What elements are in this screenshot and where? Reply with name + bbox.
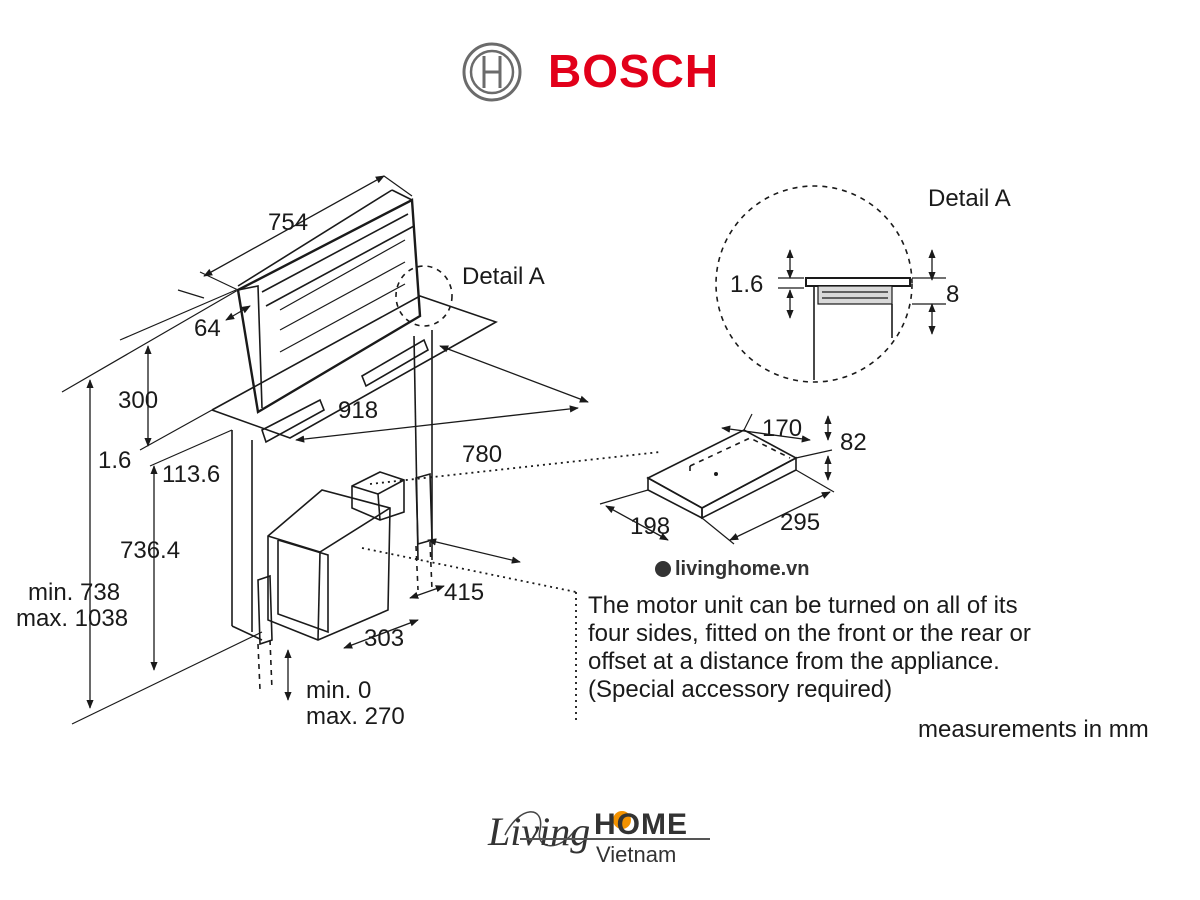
footer-logo-sub: Vietnam — [596, 842, 677, 867]
footer-logo-rule — [520, 838, 710, 840]
dim-width: 754 — [268, 209, 308, 236]
detail-a-inset — [715, 185, 946, 383]
dim-detail-thickness: 1.6 — [730, 271, 763, 298]
dim-filter-length: 295 — [780, 509, 820, 536]
note-line: offset at a distance from the appliance. — [588, 648, 1000, 675]
units-label: measurements in mm — [918, 716, 1149, 743]
dim-cut-depth: 918 — [338, 397, 378, 424]
dim-detail-height: 8 — [946, 281, 959, 308]
dim-above-worktop: 300 — [118, 387, 158, 414]
detail-a-inset-label: Detail A — [928, 185, 1011, 212]
watermark: livinghome.vn — [655, 558, 809, 581]
logo-swoosh-icon — [504, 811, 576, 847]
watermark-pin-icon — [655, 561, 671, 577]
dim-filter-width: 170 — [762, 415, 802, 442]
dim-foot-max: max. 270 — [306, 703, 405, 730]
detail-a-label: Detail A — [462, 263, 545, 290]
bosch-armature-icon — [462, 42, 522, 102]
note-line: (Special accessory required) — [588, 676, 893, 703]
dim-motor-width: 415 — [444, 579, 484, 606]
dim-body-offset: 113.6 — [162, 461, 220, 488]
footer-logo-word: HOME — [594, 808, 688, 841]
dim-filter-depth: 198 — [630, 513, 670, 540]
dim-total-height-min: min. 738 — [28, 579, 120, 606]
dim-motor-depth: 303 — [364, 625, 404, 652]
dim-cut-width: 780 — [462, 441, 502, 468]
dim-frame-thickness: 1.6 — [98, 447, 131, 474]
motor-note: The motor unit can be turned on all of i… — [588, 592, 1148, 704]
note-line: four sides, fitted on the front or the r… — [588, 620, 1031, 647]
footer-logo-script: Living — [488, 809, 591, 854]
dim-total-height-max: max. 1038 — [16, 605, 128, 632]
bosch-wordmark: BOSCH — [548, 45, 720, 97]
dim-body-height: 736.4 — [120, 537, 180, 564]
watermark-text: livinghome.vn — [675, 558, 810, 580]
dim-filter-height: 82 — [840, 429, 867, 456]
dimension-lines — [61, 175, 589, 725]
dim-frame-depth: 64 — [194, 315, 221, 342]
note-line: The motor unit can be turned on all of i… — [588, 592, 1018, 619]
logo-o-accent-icon — [613, 811, 631, 829]
filter-box — [599, 413, 835, 545]
dim-foot-min: min. 0 — [306, 677, 371, 704]
